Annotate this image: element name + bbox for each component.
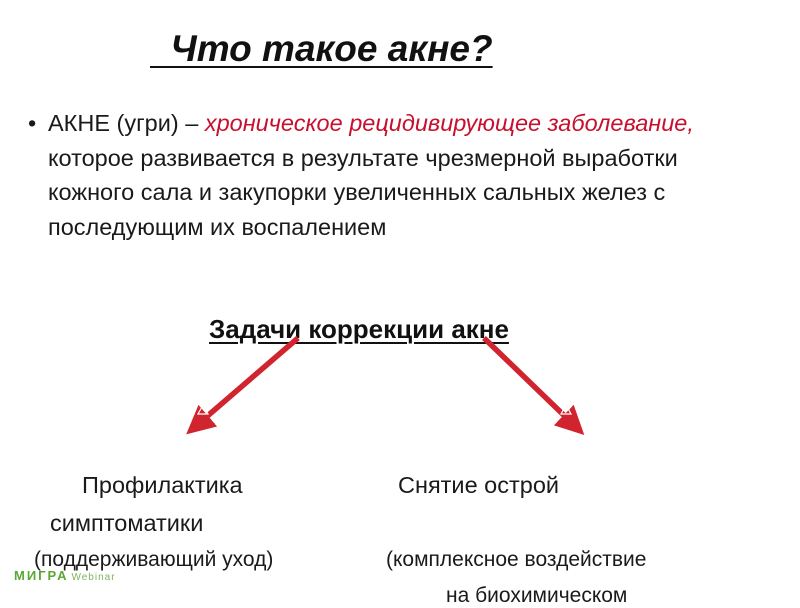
left-arrow [186,335,300,435]
right-task-note: (комплексное воздействие [386,548,647,571]
definition-highlight: хроническое рецидивирующее заболевание, [204,110,694,136]
definition-rest: которое развивается в результате чрезмер… [48,144,678,240]
right-task-label: Снятие острой [398,472,560,498]
logo-sub: Webinar [71,572,116,583]
right-task-label-continued: симптоматики [50,510,204,536]
page-title: Что такое акне? [150,28,493,69]
left-task-note: (поддерживающий уход) [34,548,274,571]
right-warning-icon [559,403,573,415]
definition-paragraph: • АКНЕ (угри) – хроническое рецидивирующ… [28,106,748,244]
left-warning-icon [196,403,210,415]
definition-term: АКНЕ (угри) – [48,110,205,136]
right-task-note-continued: на биохимическом [446,584,628,607]
bullet: • [28,110,37,136]
logo-main: МИГРА [14,568,69,583]
section-subtitle: Задачи коррекции акне [209,314,509,344]
right-arrow [482,336,585,435]
left-task-label: Профилактика [82,472,243,498]
